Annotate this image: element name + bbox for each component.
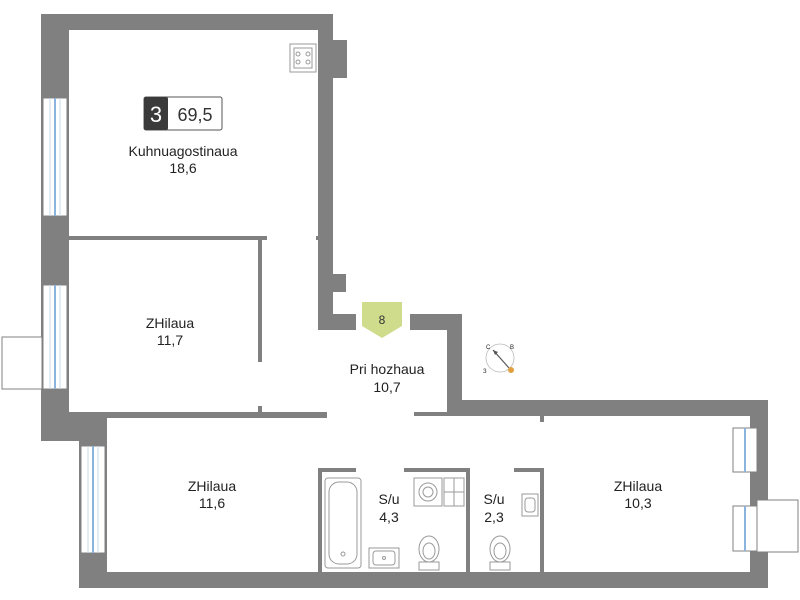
wall-kitchen-shaft: [318, 40, 347, 78]
toilet-icon: [418, 535, 440, 571]
wall-center-vertical: [318, 14, 333, 314]
partition-wc-top: [514, 468, 544, 472]
room-name-kitchen: Kuhnuagostinaua: [129, 143, 238, 159]
wall-bottom: [79, 572, 768, 588]
room-area-kitchen: 18,6: [169, 160, 196, 176]
room-name-bedroom-1: ZHilaua: [146, 315, 194, 331]
partition-bedrooms: [69, 412, 327, 418]
wall-top: [41, 14, 333, 30]
partition-hall-right: [414, 412, 450, 416]
compass-north: С: [486, 345, 491, 351]
room-name-wc: S/u: [483, 491, 504, 507]
partition-wc-right: [540, 468, 544, 572]
partitions: [69, 236, 544, 572]
wall-right-step: [447, 314, 462, 414]
partition-bath-top: [318, 468, 356, 472]
room-name-bathroom: S/u: [378, 491, 399, 507]
wall-entrance-left: [318, 314, 356, 330]
partition-bedroom-hall: [258, 236, 262, 362]
room-area-bedroom-3: 10,3: [624, 495, 651, 511]
compass-east: В: [510, 345, 514, 351]
balcony-left: [1, 336, 43, 390]
compass-icon: С В З: [483, 343, 515, 375]
entrance-marker: 8: [362, 302, 402, 338]
room-area-wc: 2,3: [484, 509, 504, 525]
room-area-bedroom-2: 11,6: [199, 495, 225, 511]
partition-bath-left: [318, 468, 322, 572]
compass-west: З: [483, 369, 487, 375]
room-labels: Kuhnuagostinaua 18,6 ZHilaua 11,7 Pri ho…: [129, 143, 663, 525]
wall-shaft-small: [326, 274, 346, 292]
room-name-hall: Pri hozhaua: [350, 361, 425, 377]
windows: [1, 97, 799, 554]
room-area-bathroom: 4,3: [379, 509, 399, 525]
balcony-right: [756, 499, 799, 553]
entrance-number: 8: [379, 313, 386, 327]
washing-machine-icon: [413, 477, 443, 507]
stove-icon: [289, 43, 317, 73]
wc-sink-icon: [521, 493, 539, 517]
room-area-hall: 10,7: [373, 379, 400, 395]
partition-bath-middle: [466, 468, 470, 572]
room-name-bedroom-3: ZHilaua: [614, 478, 662, 494]
room-area-bedroom-1: 11,7: [157, 332, 183, 348]
sun-icon: [508, 367, 514, 373]
apartment-area: 69,5: [177, 105, 212, 125]
sink-icon: [368, 547, 400, 569]
cabinet-icon: [443, 477, 465, 507]
partition-bath-top-2: [404, 468, 470, 472]
partition-stub-3: [540, 414, 544, 422]
partition-stub: [316, 236, 320, 240]
toilet-icon-2: [489, 535, 511, 571]
wall-upper-right: [447, 400, 768, 416]
room-name-bedroom-2: ZHilaua: [188, 478, 236, 494]
partition-kitchen-bedroom: [69, 236, 267, 240]
partition-stub-2: [258, 406, 262, 414]
apartment-badge: 3 69,5: [143, 96, 223, 131]
room-count: 3: [150, 102, 162, 127]
bathtub-icon: [324, 477, 362, 569]
